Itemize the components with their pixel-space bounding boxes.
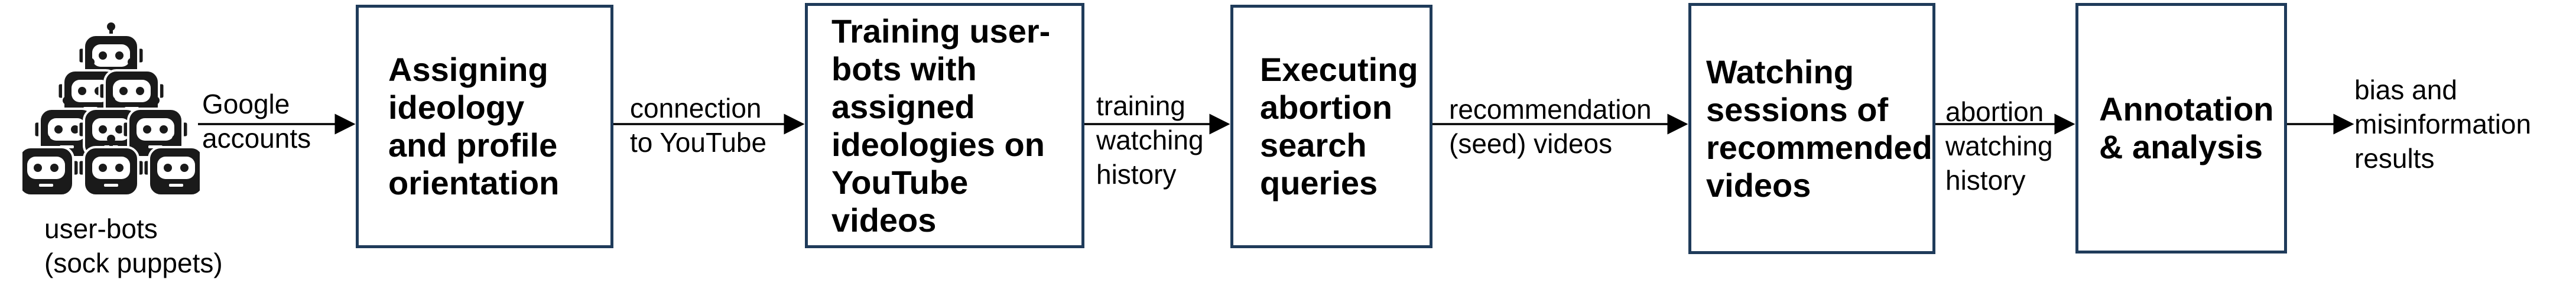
step-label: Annotation & analysis bbox=[2099, 90, 2274, 165]
edge-label-recommendation-seed: recommendation (seed) videos bbox=[1449, 94, 1652, 159]
robot-head-icon bbox=[77, 135, 145, 197]
step-label: Training user- bots with assigned ideolo… bbox=[831, 12, 1051, 239]
step-label: Watching sessions of recommended videos bbox=[1706, 53, 1932, 204]
step-annotation-analysis: Annotation & analysis bbox=[2075, 3, 2287, 254]
step-watching-sessions: Watching sessions of recommended videos bbox=[1688, 3, 1935, 254]
edge-label-training-history: training watching history bbox=[1096, 90, 1204, 190]
edge-label-google-accounts: Google accounts bbox=[202, 89, 311, 154]
step-assigning-ideology: Assigning ideology and profile orientati… bbox=[356, 5, 613, 248]
step-training-user-bots: Training user- bots with assigned ideolo… bbox=[805, 3, 1084, 248]
edge-label-bias-results: bias and misinformation results bbox=[2354, 74, 2532, 174]
edge-label-connection-youtube: connection to YouTube bbox=[630, 93, 767, 158]
step-label: Assigning ideology and profile orientati… bbox=[388, 51, 560, 202]
edge-label-abortion-history: abortion watching history bbox=[1945, 96, 2053, 196]
step-label: Executing abortion search queries bbox=[1260, 51, 1418, 202]
robot-head-icon bbox=[22, 135, 80, 197]
user-bots-caption: user-bots (sock puppets) bbox=[44, 213, 223, 278]
user-bots-cluster bbox=[22, 22, 200, 197]
robot-head-icon bbox=[98, 58, 165, 120]
robot-head-icon bbox=[142, 135, 200, 197]
step-executing-search-queries: Executing abortion search queries bbox=[1230, 5, 1432, 248]
robot-head-icon bbox=[33, 96, 100, 158]
